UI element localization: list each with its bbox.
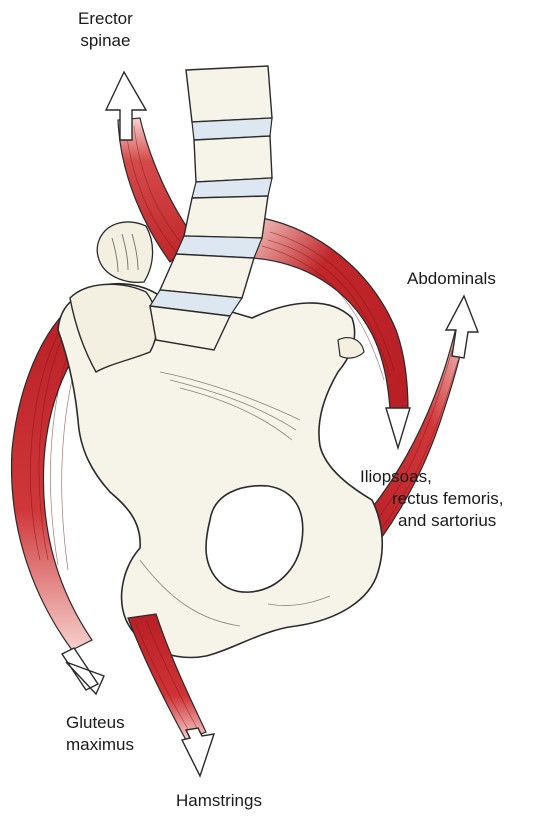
hamstrings-label-line-1: Hamstrings: [176, 790, 262, 812]
abdominals-label-line-1: Abdominals: [407, 268, 496, 290]
erector-spinae-label-line-2: spinae: [78, 30, 133, 52]
gluteus-maximus-arrow: [62, 648, 104, 694]
iliopsoas-label-line-2: rectus femoris,: [360, 488, 503, 510]
iliopsoas-label-line-1: Iliopsoas,: [360, 466, 503, 488]
hamstrings-label: Hamstrings: [176, 790, 262, 812]
iliopsoas-label: Iliopsoas, rectus femoris, and sartorius: [360, 466, 503, 532]
gluteus-maximus-label: Gluteus maximus: [66, 712, 134, 756]
erector-spinae-label: Erector spinae: [78, 8, 133, 52]
erector-spinae-label-line-1: Erector: [78, 8, 133, 30]
abdominals-arrow: [386, 408, 410, 448]
iliopsoas-label-line-3: and sartorius: [360, 510, 503, 532]
abdominals-label: Abdominals: [407, 268, 496, 290]
gluteus-maximus-label-line-1: Gluteus: [66, 712, 134, 734]
gluteus-maximus-label-line-2: maximus: [66, 734, 134, 756]
